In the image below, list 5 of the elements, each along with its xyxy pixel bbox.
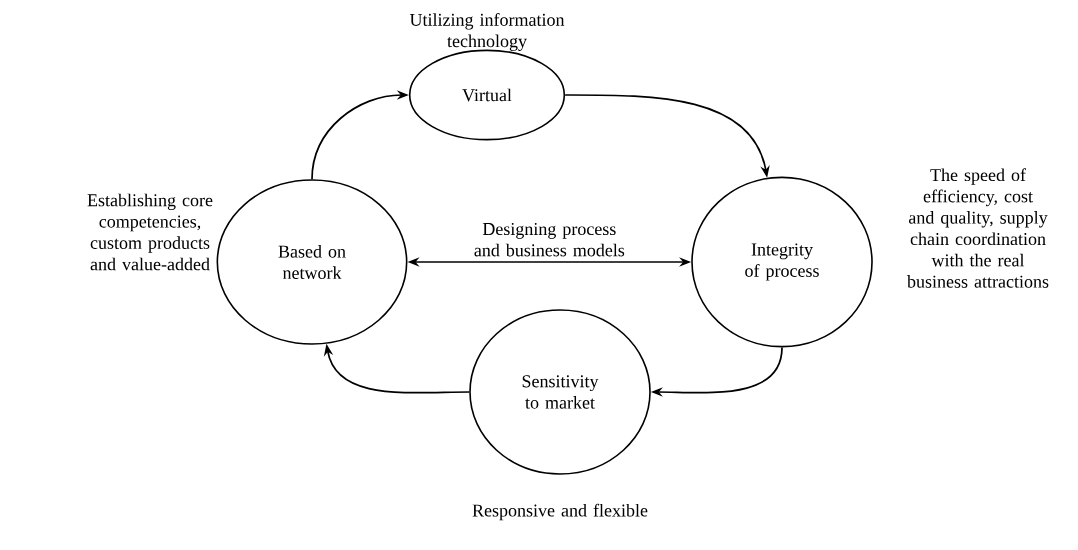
edge-label: Designing process and business models bbox=[474, 222, 625, 257]
description-text: Utilizing information technology bbox=[409, 13, 565, 51]
description-text: Responsive and flexible bbox=[472, 503, 648, 521]
description-text: Establishing core competencies, custom products and value-added bbox=[87, 193, 213, 271]
description-text: The speed of efficiency, cost and quality, supply chain coordination with the real business attractions bbox=[907, 168, 1049, 288]
